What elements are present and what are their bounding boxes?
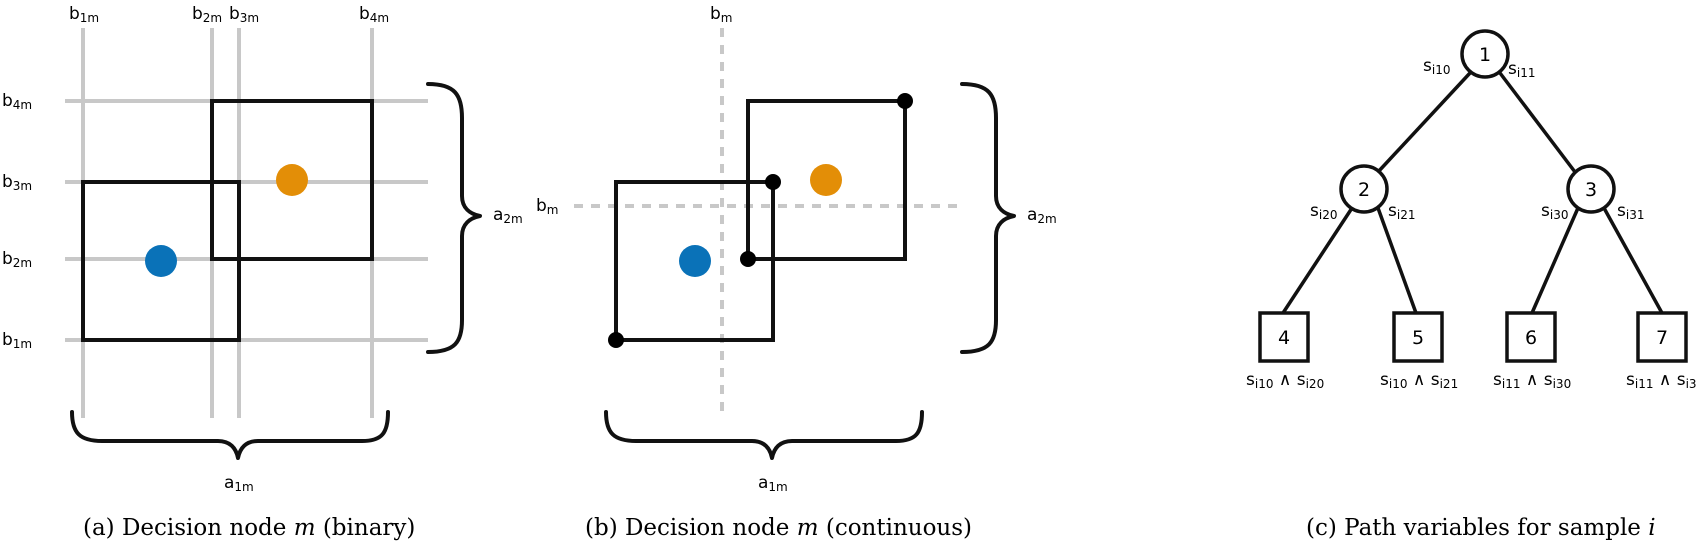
panel-b: bm bm a2m a1m (b) Decision node m (conti…: [536, 4, 1057, 541]
edge-label-si11: si11: [1508, 59, 1535, 80]
edge-label-si31: si31: [1617, 201, 1644, 222]
tree-edge-2-4: [1281, 207, 1354, 314]
leaf-7-condition: si11 ∧ si31: [1626, 370, 1696, 391]
box-upper-right: [210, 99, 374, 261]
edge-label-si30: si30: [1541, 201, 1568, 222]
tree-leaf-7: [1636, 311, 1688, 363]
left-label-b4m: b4m: [2, 91, 32, 112]
left-label-b3m: b3m: [2, 172, 32, 193]
brace-vertical: [960, 82, 1016, 354]
panel-a: b1m b2m b3m b4m b4m b3m b2m b1m a2m a1m …: [2, 4, 523, 541]
tree-edge-3-7: [1602, 207, 1664, 314]
leaf-5-condition: si10 ∧ si21: [1380, 370, 1458, 391]
leaf-4-condition: si10 ∧ si20: [1246, 370, 1324, 391]
left-label-bm: bm: [536, 196, 559, 217]
caption-c: (c) Path variables for sample i: [1306, 515, 1656, 541]
brace-label-a1m: a1m: [224, 473, 254, 494]
orange-point: [276, 164, 308, 196]
brace-vertical: [426, 82, 482, 354]
tree-edge-1-2: [1376, 71, 1472, 174]
brace-horizontal: [70, 410, 390, 460]
brace-label-a1m: a1m: [758, 473, 788, 494]
top-label-b2m: b2m: [192, 4, 222, 25]
tree-node-1-label: 1: [1479, 44, 1491, 66]
corner-point-lower-left-box2: [740, 251, 756, 267]
caption-b: (b) Decision node m (continuous): [585, 515, 972, 541]
tree-leaf-4: [1258, 311, 1310, 363]
tree-node-2: [1339, 164, 1389, 214]
tree-node-2-label: 2: [1358, 179, 1370, 201]
tree-edge-3-6: [1530, 207, 1580, 314]
brace-horizontal: [604, 410, 924, 460]
blue-point: [679, 245, 711, 277]
top-label-b1m: b1m: [69, 4, 99, 25]
brace-label-a2m: a2m: [1027, 205, 1057, 226]
edge-label-si20: si20: [1310, 201, 1337, 222]
panel-c: 1 2 3 4 5 6 7 si10 si11 si20 si21 si30 s…: [1246, 29, 1696, 541]
edge-label-si21: si21: [1388, 201, 1415, 222]
tree-leaf-5-label: 5: [1412, 327, 1424, 349]
edge-label-si10: si10: [1423, 56, 1450, 77]
tree-edge-2-5: [1376, 207, 1418, 314]
tree-leaf-6-label: 6: [1525, 327, 1537, 349]
left-label-b1m: b1m: [2, 330, 32, 351]
caption-a: (a) Decision node m (binary): [83, 515, 415, 541]
tree-leaf-4-label: 4: [1278, 327, 1290, 349]
corner-point-lower-left: [608, 332, 624, 348]
tree-node-1: [1460, 29, 1510, 79]
top-label-b3m: b3m: [229, 4, 259, 25]
top-label-bm: bm: [710, 4, 733, 25]
tree-edge-1-3: [1498, 71, 1577, 174]
leaf-6-condition: si11 ∧ si30: [1493, 370, 1571, 391]
brace-label-a2m: a2m: [493, 205, 523, 226]
corner-point-upper-right-box2: [897, 93, 913, 109]
left-label-b2m: b2m: [2, 249, 32, 270]
box-upper-right: [746, 99, 907, 261]
corner-point-upper-right-box1: [765, 174, 781, 190]
top-label-b4m: b4m: [359, 4, 389, 25]
tree-leaf-6: [1505, 311, 1557, 363]
blue-point: [145, 245, 177, 277]
tree-leaf-5: [1392, 311, 1444, 363]
tree-node-3: [1566, 164, 1616, 214]
tree-node-3-label: 3: [1585, 179, 1597, 201]
orange-point: [810, 164, 842, 196]
tree-leaf-7-label: 7: [1656, 327, 1668, 349]
